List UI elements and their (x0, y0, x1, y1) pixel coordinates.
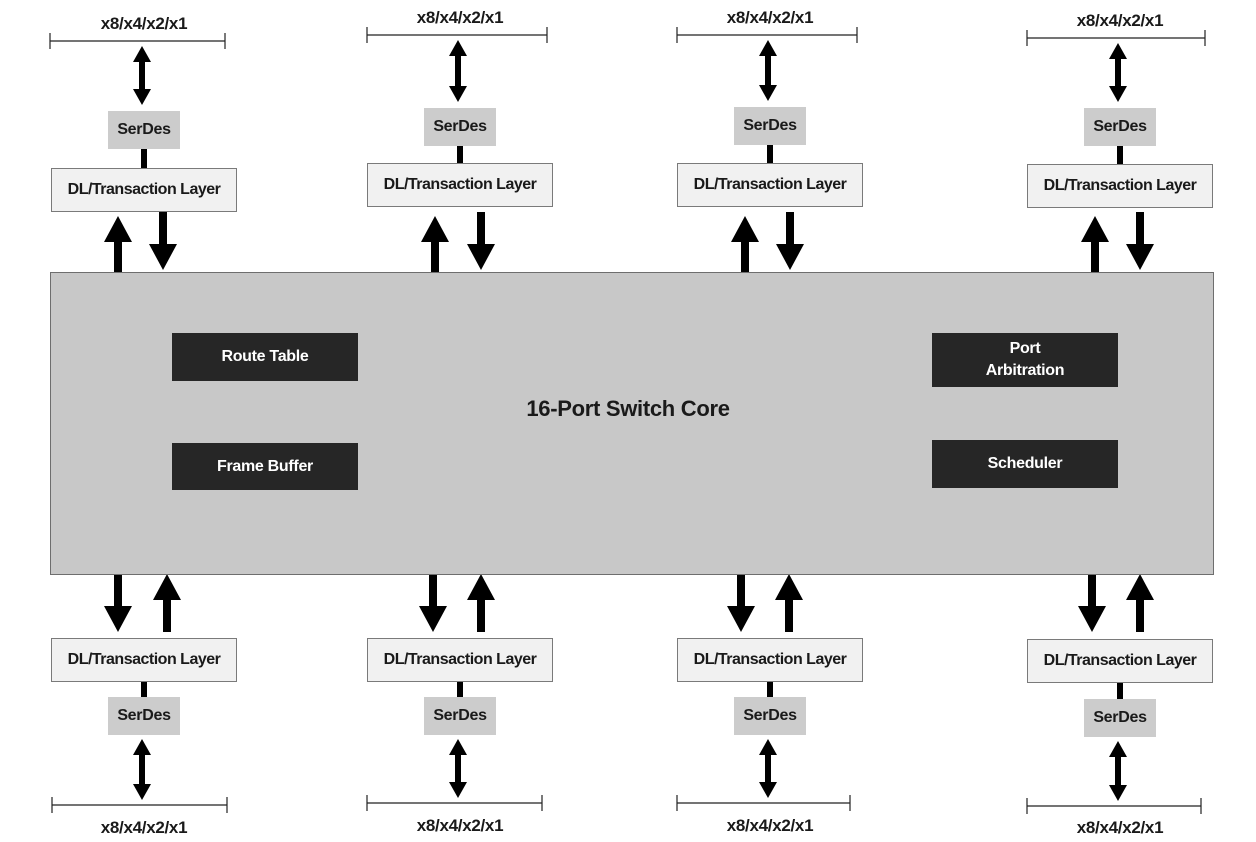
top-port-2-transaction-layer-text: DL/Transaction Layer (383, 176, 537, 193)
top-port-4-lane-label-text: x8/x4/x2/x1 (1076, 11, 1164, 30)
bottom-port-1-ingress-arrow (153, 574, 181, 632)
bottom-port-4-egress-arrow (1078, 570, 1106, 632)
switch-core-title: 16-Port Switch Core (526, 396, 730, 421)
bottom-port-1-transaction-layer: DL/Transaction Layer (51, 638, 237, 682)
frame-buffer-block: Frame Buffer (172, 443, 358, 490)
top-port-1-serdes: SerDes (108, 111, 180, 149)
top-port-4-serdes: SerDes (1084, 108, 1156, 146)
bottom-port-1-transaction-layer-text: DL/Transaction Layer (67, 651, 221, 668)
top-port-3-ingress-arrow (776, 212, 804, 270)
bottom-port-3-transaction-layer: DL/Transaction Layer (677, 638, 863, 682)
bottom-port-2-lane-arrow (449, 739, 467, 798)
bottom-port-3-serdes-link (767, 682, 773, 697)
bottom-port-3-transaction-layer-text: DL/Transaction Layer (693, 651, 847, 668)
bottom-port-2-lane-label: x8/x4/x2/x1 (360, 816, 560, 836)
scheduler-block: Scheduler (932, 440, 1118, 488)
bottom-port-4-serdes-link (1117, 683, 1123, 699)
bottom-port-1-lane-label: x8/x4/x2/x1 (44, 818, 244, 838)
top-port-3-lane-label: x8/x4/x2/x1 (670, 8, 870, 28)
top-port-3-serdes-link (767, 145, 773, 163)
bottom-port-3-ingress-arrow (775, 574, 803, 632)
top-port-1-lane-arrow (133, 46, 151, 105)
route-table-block: Route Table (172, 333, 358, 381)
top-port-4-egress-arrow (1081, 216, 1109, 272)
bottom-port-1-lane-label-text: x8/x4/x2/x1 (100, 818, 188, 837)
top-port-4-transaction-layer: DL/Transaction Layer (1027, 164, 1213, 208)
top-port-1-lane-label: x8/x4/x2/x1 (44, 14, 244, 34)
bottom-port-3-egress-arrow (727, 570, 755, 632)
top-port-1-ingress-arrow (149, 212, 177, 270)
top-port-2-serdes: SerDes (424, 108, 496, 146)
top-port-4-serdes-link (1117, 146, 1123, 164)
bottom-port-3-serdes-text: SerDes (743, 707, 797, 724)
top-port-4-serdes-text: SerDes (1093, 118, 1147, 135)
bottom-port-2-egress-arrow (419, 570, 447, 632)
bottom-port-3-lane-label-text: x8/x4/x2/x1 (726, 816, 814, 835)
bottom-port-2-ingress-arrow (467, 574, 495, 632)
top-port-2-serdes-link (457, 146, 463, 163)
bottom-port-3-lane-arrow (759, 739, 777, 798)
top-port-4-transaction-layer-text: DL/Transaction Layer (1043, 177, 1197, 194)
top-port-2-lane-arrow (449, 40, 467, 102)
top-port-2-transaction-layer: DL/Transaction Layer (367, 163, 553, 207)
bottom-port-4-transaction-layer: DL/Transaction Layer (1027, 639, 1213, 683)
bottom-port-1-serdes-text: SerDes (117, 707, 171, 724)
top-port-1-lane-label-text: x8/x4/x2/x1 (100, 14, 188, 33)
top-port-1-serdes-link (141, 149, 147, 168)
top-port-3-transaction-layer-text: DL/Transaction Layer (693, 176, 847, 193)
port-arbitration-block: Port Arbitration (932, 333, 1118, 387)
bottom-port-2-serdes-link (457, 682, 463, 697)
bottom-port-2-serdes-text: SerDes (433, 707, 487, 724)
bottom-port-4-transaction-layer-text: DL/Transaction Layer (1043, 652, 1197, 669)
bottom-port-4-lane-label-text: x8/x4/x2/x1 (1076, 818, 1164, 837)
port-arbitration-label: Port Arbitration (985, 340, 1065, 379)
bottom-port-2-transaction-layer-text: DL/Transaction Layer (383, 651, 537, 668)
bottom-port-3-serdes: SerDes (734, 697, 806, 735)
top-port-2-ingress-arrow (467, 212, 495, 270)
top-port-3-egress-arrow (731, 216, 759, 272)
bottom-port-1-serdes: SerDes (108, 697, 180, 735)
top-port-2-egress-arrow (421, 216, 449, 272)
bottom-port-2-serdes: SerDes (424, 697, 496, 735)
bottom-port-4-lane-label: x8/x4/x2/x1 (1020, 818, 1220, 838)
top-port-1-transaction-layer: DL/Transaction Layer (51, 168, 237, 212)
top-port-2-lane-label-text: x8/x4/x2/x1 (416, 8, 504, 27)
top-port-4-lane-label: x8/x4/x2/x1 (1020, 11, 1220, 31)
scheduler-label: Scheduler (987, 455, 1063, 472)
top-port-3-serdes-text: SerDes (743, 117, 797, 134)
top-port-3-serdes: SerDes (734, 107, 806, 145)
bottom-port-1-egress-arrow (104, 570, 132, 632)
route-table-label: Route Table (221, 348, 309, 365)
bottom-port-4-serdes: SerDes (1084, 699, 1156, 737)
top-port-4-lane-arrow (1109, 43, 1127, 102)
top-port-1-serdes-text: SerDes (117, 121, 171, 138)
top-port-1-egress-arrow (104, 216, 132, 272)
top-port-1-transaction-layer-text: DL/Transaction Layer (67, 181, 221, 198)
bottom-port-1-serdes-link (141, 682, 147, 697)
top-port-3-transaction-layer: DL/Transaction Layer (677, 163, 863, 207)
bottom-port-4-lane-arrow (1109, 741, 1127, 801)
bottom-port-4-serdes-text: SerDes (1093, 709, 1147, 726)
bottom-port-1-lane-arrow (133, 739, 151, 800)
frame-buffer-label: Frame Buffer (217, 457, 313, 475)
top-port-4-ingress-arrow (1126, 212, 1154, 270)
top-port-3-lane-label-text: x8/x4/x2/x1 (726, 8, 814, 27)
top-port-3-lane-arrow (759, 40, 777, 101)
switch-core (50, 272, 1214, 575)
top-port-2-serdes-text: SerDes (433, 118, 487, 135)
bottom-port-3-lane-label: x8/x4/x2/x1 (670, 816, 870, 836)
bottom-port-4-ingress-arrow (1126, 574, 1154, 632)
bottom-port-2-transaction-layer: DL/Transaction Layer (367, 638, 553, 682)
top-port-2-lane-label: x8/x4/x2/x1 (360, 8, 560, 28)
bottom-port-2-lane-label-text: x8/x4/x2/x1 (416, 816, 504, 835)
